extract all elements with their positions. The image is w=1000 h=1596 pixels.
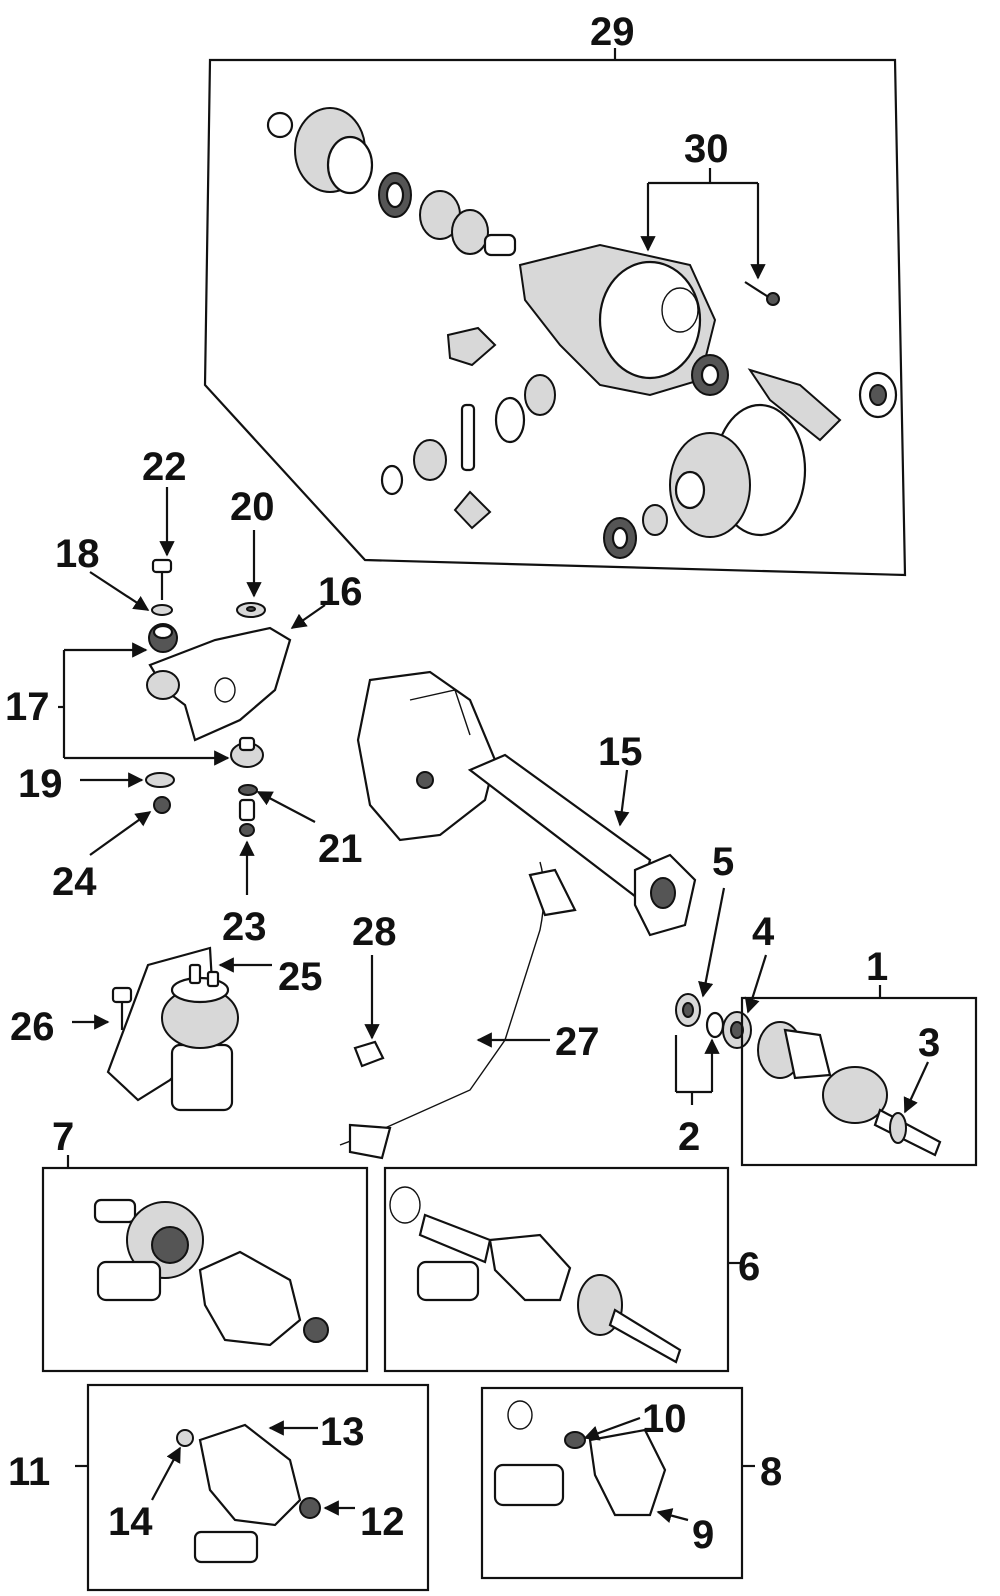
callout-6: 6: [738, 1245, 760, 1289]
callout-18: 18: [55, 532, 100, 576]
group-7-frame: [41, 1166, 369, 1373]
group-11-frame: [86, 1383, 430, 1592]
callout-30-leader: [640, 168, 766, 280]
fitting-28: [353, 1040, 385, 1068]
callout-19: 19: [18, 762, 63, 806]
callout-27: 27: [555, 1020, 600, 1064]
washer-20: [236, 602, 266, 618]
inner-cv-joint-group-7: [41, 1155, 369, 1373]
callout-4-leader: [744, 954, 768, 1014]
mount-parts: 22 18 20 16: [5, 445, 363, 949]
carrier-case-parts: [266, 107, 517, 257]
outer-boot-kit-group-8: [480, 1386, 755, 1580]
callout-5-leader: [698, 887, 726, 998]
outer-cv-shaft-group-6: [383, 1166, 740, 1373]
actuator-25: [106, 946, 239, 1112]
callout-17: 17: [5, 685, 50, 729]
callout-15: 15: [598, 730, 643, 774]
callout-10: 10: [642, 1397, 687, 1441]
callout-14: 14: [108, 1500, 153, 1544]
callout-13: 13: [320, 1410, 365, 1454]
callout-24: 24: [52, 860, 97, 904]
callout-23: 23: [222, 905, 267, 949]
callout-30: 30: [684, 127, 729, 171]
nut-23: [238, 798, 256, 837]
callout-17-leader: [58, 642, 230, 766]
callout-5: 5: [712, 840, 734, 884]
callout-26: 26: [10, 1005, 55, 1049]
group-1-frame: [740, 996, 978, 1167]
seal-5: [675, 993, 701, 1027]
callout-4: 4: [752, 910, 775, 954]
callout-14-leader: [151, 1446, 181, 1501]
nut-24: [153, 796, 171, 814]
callout-16: 16: [318, 570, 363, 614]
callout-20: 20: [230, 485, 275, 529]
washer-18: [151, 604, 173, 616]
callout-1: 1: [866, 945, 888, 989]
callout-11: 11: [8, 1450, 50, 1494]
callout-8: 8: [760, 1450, 782, 1494]
inner-boot-kit-group-11: [75, 1383, 430, 1592]
callout-9-leader: [656, 1508, 689, 1524]
bolt-22: [151, 558, 173, 600]
washer-21: [238, 784, 258, 796]
ring-gear-carrier: [603, 403, 807, 559]
bushing-17-upper: [148, 623, 178, 653]
callout-28: 28: [352, 910, 397, 954]
breather-tube-27: [339, 861, 577, 1160]
callout-29: 29: [590, 10, 635, 54]
axle-shaft-group-1: [740, 985, 978, 1167]
callout-7: 7: [52, 1115, 74, 1159]
differential-assembly-group: 29: [203, 10, 907, 577]
axle-shaft-1: [757, 1021, 942, 1157]
callout-10-leader: [583, 1416, 641, 1441]
bracket-16: [146, 626, 292, 742]
bolt-30: [744, 281, 780, 306]
bolt-26: [111, 986, 133, 1030]
differential-gears: [380, 326, 898, 530]
callout-22: 22: [142, 445, 187, 489]
callout-25: 25: [278, 955, 323, 999]
callout-2: 2: [678, 1115, 700, 1159]
bearing-2: [705, 1011, 725, 1039]
callout-3: 3: [918, 1021, 940, 1065]
callout-15-leader: [614, 769, 630, 827]
front-axle-housing-15: [356, 670, 697, 937]
callout-9: 9: [692, 1513, 714, 1557]
group-8-frame: [480, 1386, 744, 1580]
washer-19: [145, 772, 175, 788]
callout-18-leader: [89, 571, 150, 611]
group-6-frame: [383, 1166, 730, 1373]
seal-4: [722, 1011, 752, 1049]
callout-21: 21: [318, 827, 363, 871]
callout-12: 12: [360, 1500, 405, 1544]
axle-housing-30: [518, 243, 729, 397]
bushing-17-lower: [230, 736, 264, 768]
callout-21-leader: [256, 791, 316, 823]
callout-3-leader: [903, 1061, 929, 1114]
washer-3: [889, 1112, 907, 1144]
group-29-frame: [203, 58, 907, 577]
callout-2-leader: [674, 1035, 720, 1105]
callout-16-leader: [290, 604, 326, 629]
callout-24-leader: [89, 811, 152, 856]
